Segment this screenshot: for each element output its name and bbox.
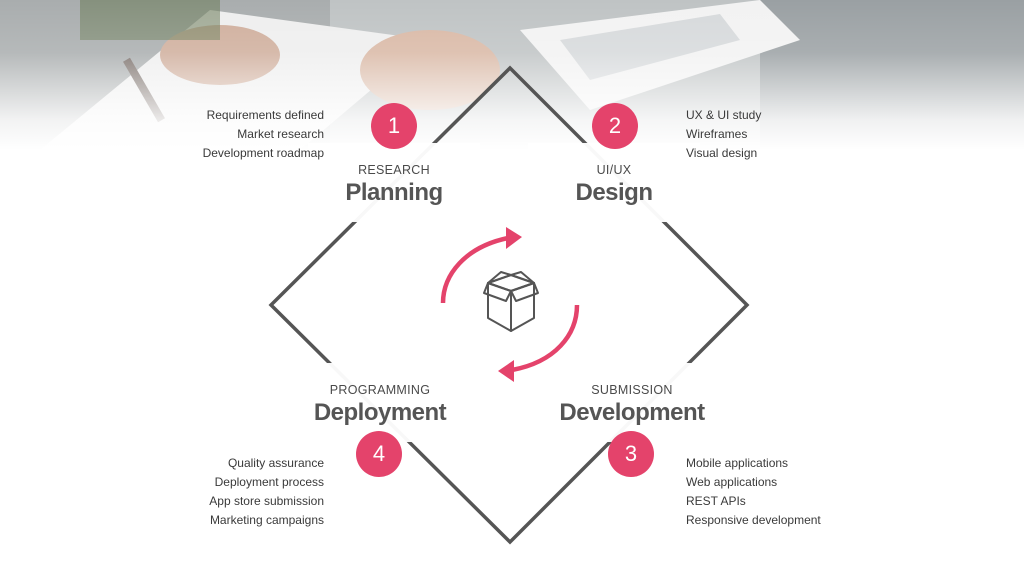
cycle-arrow-top xyxy=(440,235,509,304)
step-badge-1: 1 xyxy=(371,103,417,149)
card-title: Design xyxy=(575,179,653,206)
cycle-arrow-bottom-head xyxy=(498,360,514,382)
design-items: UX & UI study Wireframes Visual design xyxy=(686,106,761,163)
list-item: Mobile applications xyxy=(686,456,789,470)
list-item: Market research xyxy=(237,127,324,141)
list-item: UX & UI study xyxy=(686,108,762,122)
card-development: SUBMISSION Development xyxy=(543,363,721,442)
list-item: Marketing campaigns xyxy=(209,513,324,527)
list-item: Responsive development xyxy=(686,513,821,527)
development-items: Mobile applications Web applications RES… xyxy=(686,454,821,530)
card-design: UI/UX Design xyxy=(528,143,700,222)
card-planning: RESEARCH Planning xyxy=(308,143,480,222)
card-title: Planning xyxy=(345,179,443,206)
card-title: Deployment xyxy=(313,399,447,426)
step-badge-4: 4 xyxy=(356,431,402,477)
cycle-arrow-top-head xyxy=(506,227,522,249)
list-item: Quality assurance xyxy=(227,456,324,470)
photo-fade-overlay xyxy=(0,0,1024,150)
cycle-arrow-bottom xyxy=(511,304,580,373)
list-item: Development roadmap xyxy=(202,146,324,160)
planning-items: Requirements defined Market research Dev… xyxy=(203,106,324,163)
deployment-items: Quality assurance Deployment process App… xyxy=(209,454,324,530)
card-category: RESEARCH xyxy=(358,163,430,177)
step-badge-3: 3 xyxy=(608,431,654,477)
card-category: PROGRAMMING xyxy=(329,383,431,397)
diamond-outline xyxy=(268,65,750,545)
list-item: Visual design xyxy=(686,146,758,160)
card-category: UI/UX xyxy=(596,163,632,177)
open-box-icon xyxy=(483,271,539,332)
list-item: Deployment process xyxy=(214,475,324,489)
list-item: Requirements defined xyxy=(206,108,324,122)
list-item: App store submission xyxy=(209,494,324,508)
card-deployment: PROGRAMMING Deployment xyxy=(294,363,466,442)
list-item: REST APIs xyxy=(686,494,746,508)
card-title: Development xyxy=(559,399,705,426)
step-badge-2: 2 xyxy=(592,103,638,149)
list-item: Web applications xyxy=(686,475,778,489)
list-item: Wireframes xyxy=(686,127,748,141)
card-category: SUBMISSION xyxy=(591,383,673,397)
